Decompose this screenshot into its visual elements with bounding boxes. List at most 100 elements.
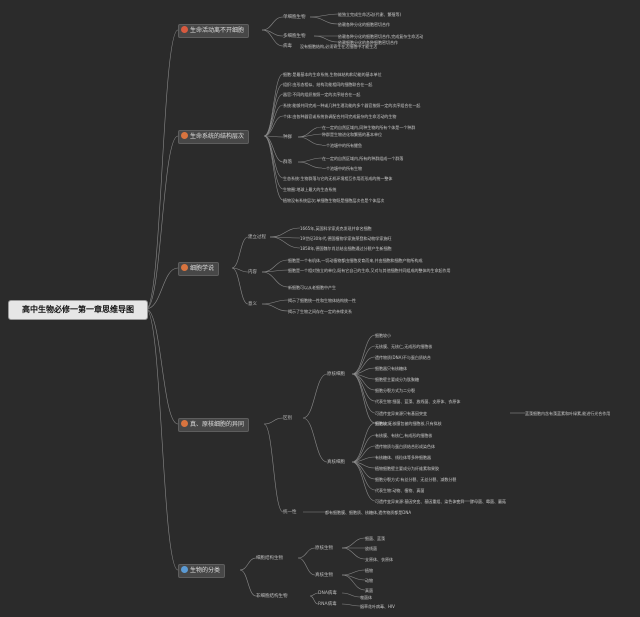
- leaf[interactable]: 放线菌: [365, 546, 377, 551]
- leaf[interactable]: 有核膜、有核仁,有成形的细胞核: [375, 433, 433, 438]
- leaf[interactable]: 揭示了生物之间存在一定的亲缘关系: [288, 309, 352, 314]
- connector: [351, 373, 376, 424]
- leaf[interactable]: 依赖细胞分化的各种细胞密切合作: [338, 40, 398, 45]
- branch-label: 细胞学说: [190, 265, 215, 272]
- star-icon: [181, 420, 188, 427]
- mid-rna-virus[interactable]: RNA病毒: [318, 602, 337, 607]
- leaf[interactable]: 细胞较小: [375, 333, 391, 338]
- leaf[interactable]: 细胞是一个相对独立的单位,既有它自己的生命,又对与其他细胞共同组成的整体的生命起…: [288, 268, 451, 273]
- sub-eukaryote[interactable]: 真核细胞: [327, 460, 345, 465]
- sub-cellular-organisms[interactable]: 细胞结构生物: [256, 556, 283, 561]
- connector: [263, 73, 284, 137]
- leaf[interactable]: 植物细胞壁主要成分为纤维素和果胶: [375, 466, 439, 471]
- sub-multicellular[interactable]: 多细胞生物: [283, 34, 306, 39]
- connector: [341, 603, 361, 607]
- leaf[interactable]: 可遗传变异来源只有基因突变: [375, 411, 427, 416]
- connector: [261, 16, 284, 31]
- leaf[interactable]: 依赖各种分化的细胞密切合作: [338, 22, 390, 27]
- blue-dot-icon: [181, 566, 188, 573]
- root-topic[interactable]: 高中生物必修一第一章思维导图: [8, 300, 148, 320]
- connector: [261, 299, 289, 305]
- leaf[interactable]: 细胞分裂方式:有丝分裂、无丝分裂、减数分裂: [375, 477, 457, 482]
- leaf[interactable]: 在一定的自然区域内,所有的种群组成一个群落: [322, 156, 404, 161]
- sub-difference[interactable]: 区别: [283, 416, 292, 421]
- connector: [263, 83, 284, 137]
- leaf[interactable]: 细胞是一个有机体,一切动植物都由细胞发育而来,并由细胞和细胞产物所构成: [288, 258, 423, 263]
- connector: [263, 115, 284, 137]
- leaf[interactable]: 系统:能够共同完成一种或几种生理功能的多个器官按照一定的次序组合在一起: [283, 103, 421, 108]
- leaf[interactable]: 都有细胞膜、细胞质、核糖体,遗传物质都是DNA: [325, 510, 412, 515]
- leaf[interactable]: 生态系统:生物群落与它的无机环境相互作用而形成的统一整体: [283, 176, 393, 181]
- branch-life-system-levels[interactable]: 生命系统的结构层次: [178, 130, 250, 144]
- leaf[interactable]: 器官:不同的组织按照一定的次序结合在一起: [283, 92, 361, 97]
- leaf[interactable]: 细胞:是最基本的生命系统,生物体结构和功能的基本单位: [283, 72, 382, 77]
- leaf[interactable]: 植物: [365, 568, 373, 573]
- branch-eukaryote-prokaryote[interactable]: 真、原核细胞的异同: [178, 418, 250, 432]
- leaf[interactable]: 19世纪30年代,德国植物学家施莱登和动物学家施旺: [300, 236, 392, 241]
- leaf[interactable]: 细胞较大: [375, 421, 391, 426]
- sub-content[interactable]: 内容: [248, 270, 257, 275]
- leaf[interactable]: 个体:由各种器官或系统协调配合共同完成复杂的生命活动的生物: [283, 114, 397, 119]
- leaf[interactable]: 依赖各种分化的细胞密切合作,完成复杂生命活动: [338, 34, 424, 39]
- connector: [263, 135, 284, 138]
- connector: [263, 135, 284, 190]
- mid-eukaryotes[interactable]: 真核生物: [315, 573, 333, 578]
- connector: [269, 236, 301, 249]
- leaf[interactable]: 真菌: [365, 588, 373, 593]
- leaf[interactable]: 细胞分裂方式为二分裂: [375, 388, 415, 393]
- leaf[interactable]: 在一定的自然区域内,同种生物的所有个体是一个种群: [322, 125, 416, 130]
- sub-unity[interactable]: 统一性: [283, 510, 297, 515]
- leaf[interactable]: 能独立完成生命活动(代谢、繁殖等): [338, 12, 402, 17]
- leaf[interactable]: 可遗传变异来源:基因突变、基因重组、染色体变异: [375, 499, 465, 504]
- sub-population[interactable]: 种群: [283, 135, 292, 140]
- connector: [302, 417, 328, 463]
- leaf[interactable]: 揭示了细胞统一性和生物体结构统一性: [288, 298, 356, 303]
- leaf[interactable]: 没有细胞结构,必须寄生在活细胞中才能生活: [300, 44, 378, 49]
- leaf[interactable]: 代表生物:细菌、蓝藻、放线菌、支原体、衣原体: [375, 399, 461, 404]
- leaf[interactable]: 噬菌体: [360, 595, 372, 600]
- connector: [239, 569, 257, 597]
- connector: [341, 537, 366, 549]
- leaf[interactable]: 遗传物质(DNA)不与蛋白质结合: [375, 355, 431, 360]
- note[interactable]: 蓝藻细胞内含有藻蓝素和叶绿素,能进行光合作用: [525, 411, 611, 416]
- sub-non-cellular-organisms[interactable]: 非细胞结构生物: [256, 594, 288, 599]
- leaf[interactable]: 植物没有系统层次;单细胞生物既是细胞层次也是个体层次: [283, 198, 385, 203]
- sub-unicellular[interactable]: 单细胞生物: [283, 15, 306, 20]
- leaf[interactable]: 新细胞可以从老细胞中产生: [288, 285, 336, 290]
- connector: [351, 373, 376, 414]
- sub-community[interactable]: 群落: [283, 160, 292, 165]
- connector: [302, 373, 328, 419]
- leaf[interactable]: 一个池塘中的所有生物: [322, 166, 362, 171]
- root-branch-connector: [145, 135, 179, 310]
- note[interactable]: 酵母菌、霉菌、蘑菇: [470, 499, 506, 504]
- leaf[interactable]: 种群是生物进化和繁殖的基本单位: [322, 132, 382, 137]
- branch-cells-life[interactable]: 生命活动离不开细胞: [178, 24, 250, 38]
- leaf[interactable]: 无核膜、无核仁,无成形的细胞核: [375, 344, 433, 349]
- sub-prokaryote[interactable]: 原核细胞: [327, 372, 345, 377]
- leaf[interactable]: 有核糖体、线粒体等多种细胞器: [375, 455, 431, 460]
- mid-dna-virus[interactable]: DNA病毒: [318, 591, 337, 596]
- leaf[interactable]: 1665年,英国科学家虎克发现并命名细胞: [300, 226, 372, 231]
- leaf[interactable]: 细胞核:无核膜包被的细胞核,只有拟核: [375, 421, 442, 426]
- leaf[interactable]: 一个池塘中的所有鲤鱼: [322, 143, 362, 148]
- root-branch-connector: [145, 267, 179, 310]
- leaf[interactable]: 遗传物质与蛋白质结合形成染色体: [375, 444, 435, 449]
- leaf[interactable]: 支原体、衣原体: [365, 557, 393, 562]
- leaf[interactable]: 烟草花叶病毒、HIV: [360, 604, 395, 609]
- branch-cell-theory[interactable]: 细胞学说: [178, 262, 220, 276]
- branch-biological-classification[interactable]: 生物的分类: [178, 564, 226, 578]
- leaf[interactable]: 1858年,德国魏尔肖总结出细胞通过分裂产生新细胞: [300, 246, 392, 251]
- leaf[interactable]: 细胞器只有核糖体: [375, 366, 407, 371]
- mid-prokaryotes[interactable]: 原核生物: [315, 546, 333, 551]
- leaf[interactable]: 组织:由形态相似、结构功能相同的细胞联合在一起: [283, 82, 373, 87]
- leaf[interactable]: 细胞壁主要成分为肽聚糖: [375, 377, 419, 382]
- branch-label: 真、原核细胞的异同: [190, 421, 245, 428]
- sub-history[interactable]: 建立过程: [248, 235, 266, 240]
- leaf[interactable]: 动物: [365, 578, 373, 583]
- leaf[interactable]: 细菌、蓝藻: [365, 536, 385, 541]
- sub-virus[interactable]: 病毒: [283, 44, 292, 49]
- leaf[interactable]: 生物圈:地球上最大的生态系统: [283, 187, 337, 192]
- leaf[interactable]: 代表生物:动物、植物、真菌: [375, 488, 425, 493]
- sub-significance[interactable]: 意义: [248, 302, 257, 307]
